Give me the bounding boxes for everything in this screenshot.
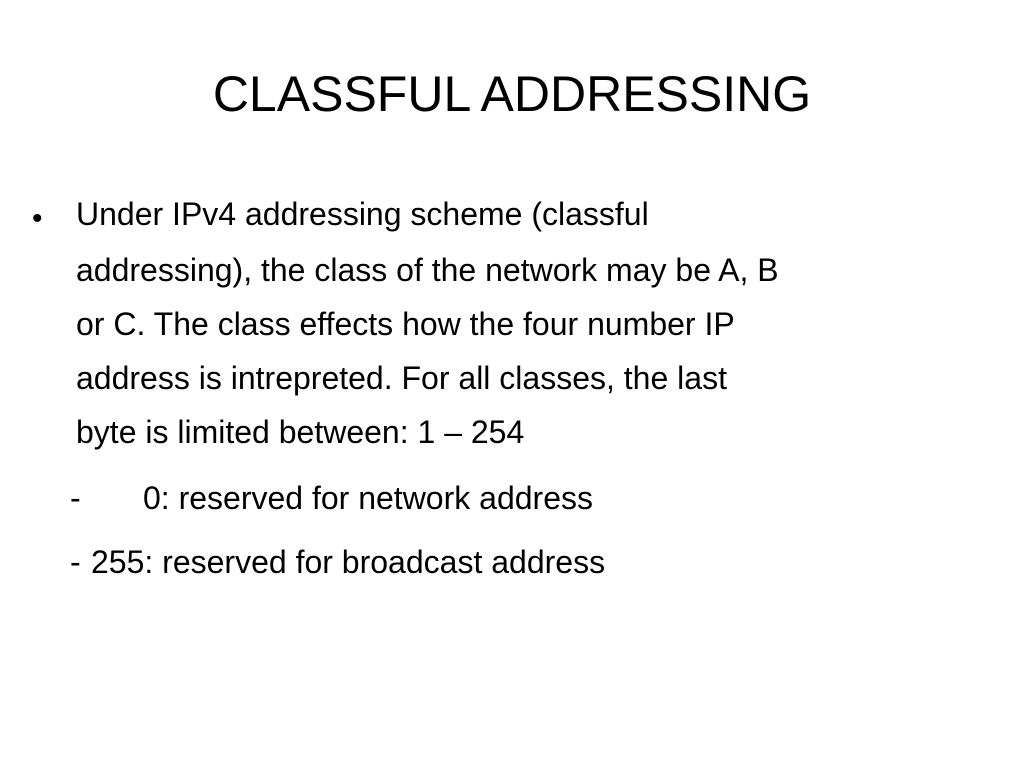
bullet-dot-icon: • [32, 202, 43, 235]
bullet-line-4: address is intrepreted. For all classes,… [76, 360, 727, 396]
bullet-line-2: addressing), the class of the network ma… [76, 252, 779, 288]
slide-title: CLASSFUL ADDRESSING [212, 66, 812, 122]
bullet-line-5: byte is limited between: 1 – 254 [76, 414, 525, 450]
sub-item-2-text: 255: reserved for broadcast address [91, 544, 606, 580]
bullet-line-1: Under IPv4 addressing scheme (classful [76, 196, 649, 232]
bullet-line-3: or C. The class effects how the four num… [76, 306, 735, 342]
sub-item-2-dash: - [70, 544, 81, 580]
sub-item-1-dash: - [70, 480, 81, 516]
sub-item-1-text: 0: reserved for network address [143, 480, 593, 516]
